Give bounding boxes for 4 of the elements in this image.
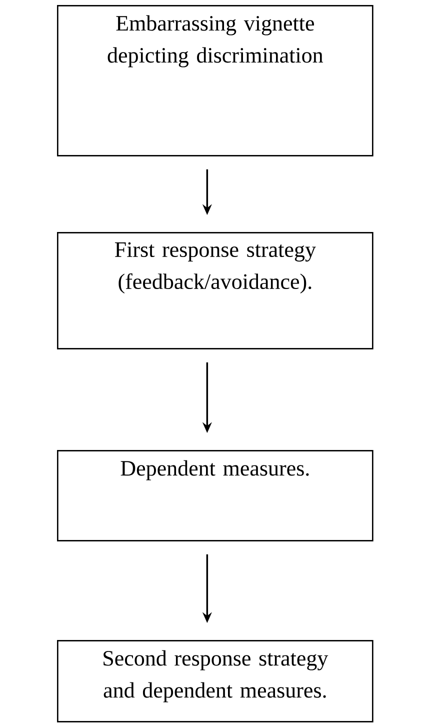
process-box: Embarrassing vignette depicting discrimination [57, 5, 374, 156]
process-box: First response strategy (feedback/avoidance). [57, 232, 374, 350]
process-box: Dependent measures. [57, 450, 374, 542]
process-box: Second response strategy and dependent measures. [57, 640, 374, 722]
